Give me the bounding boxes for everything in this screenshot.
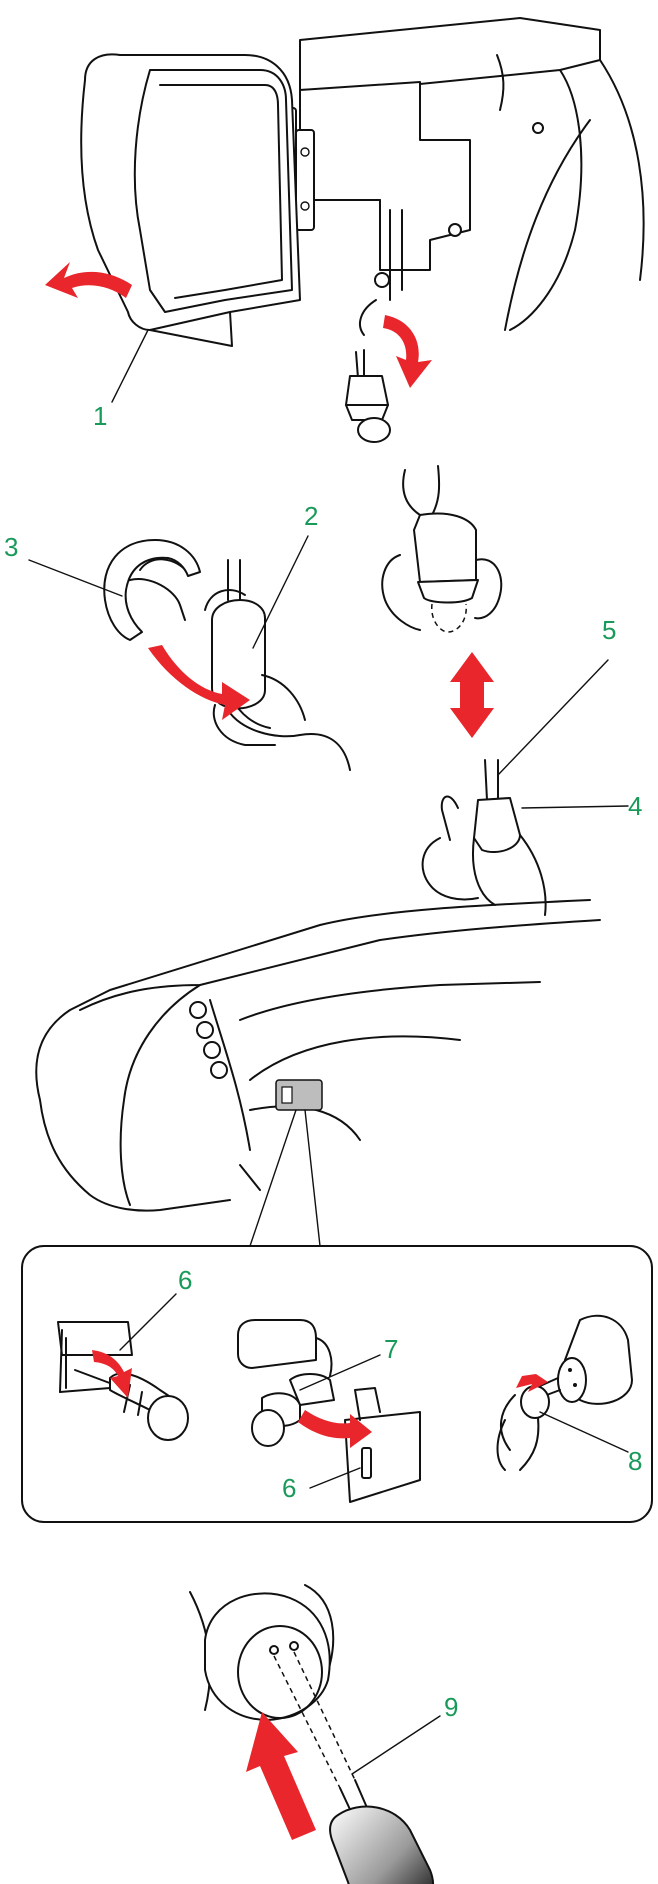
remove-bulb-step (498, 1316, 633, 1470)
panel-remove-bulb (29, 466, 628, 915)
zoom-line-left (250, 1110, 296, 1246)
insert-bulb-arrow (246, 1712, 316, 1840)
panel-face-cover (45, 18, 644, 442)
callout-3: 3 (4, 534, 18, 560)
new-bulb (423, 760, 546, 915)
leader-line-8 (540, 1412, 628, 1452)
leader-line-2 (253, 536, 308, 648)
callout-5: 5 (602, 617, 616, 643)
panel-detail-box (22, 1246, 652, 1522)
callout-8: 8 (628, 1448, 642, 1474)
zoom-line-right (305, 1110, 320, 1246)
callout-2: 2 (304, 503, 318, 529)
callout-6a: 6 (178, 1267, 192, 1293)
callout-4: 4 (628, 793, 642, 819)
panel-insert-bulb (190, 1585, 440, 1884)
bulb-replace-arrow (450, 652, 494, 738)
callout-1: 1 (93, 403, 107, 429)
leader-line-9 (352, 1716, 440, 1774)
hand-with-socket-right (382, 466, 501, 632)
callout-7: 7 (384, 1336, 398, 1362)
remove-socket-arrow (383, 315, 432, 388)
callout-6b: 6 (282, 1475, 296, 1501)
leader-line-1 (112, 330, 148, 402)
replacement-bulb (330, 1807, 433, 1884)
leader-line-4 (522, 806, 628, 808)
lamp-ring (104, 540, 200, 640)
machine-head (300, 18, 644, 330)
face-cover (81, 54, 300, 346)
panel-machine-arm (36, 900, 600, 1246)
lamp-socket (346, 300, 390, 442)
hand-holding-socket (114, 559, 350, 770)
callout-9: 9 (444, 1694, 458, 1720)
leader-line-5 (498, 660, 608, 775)
